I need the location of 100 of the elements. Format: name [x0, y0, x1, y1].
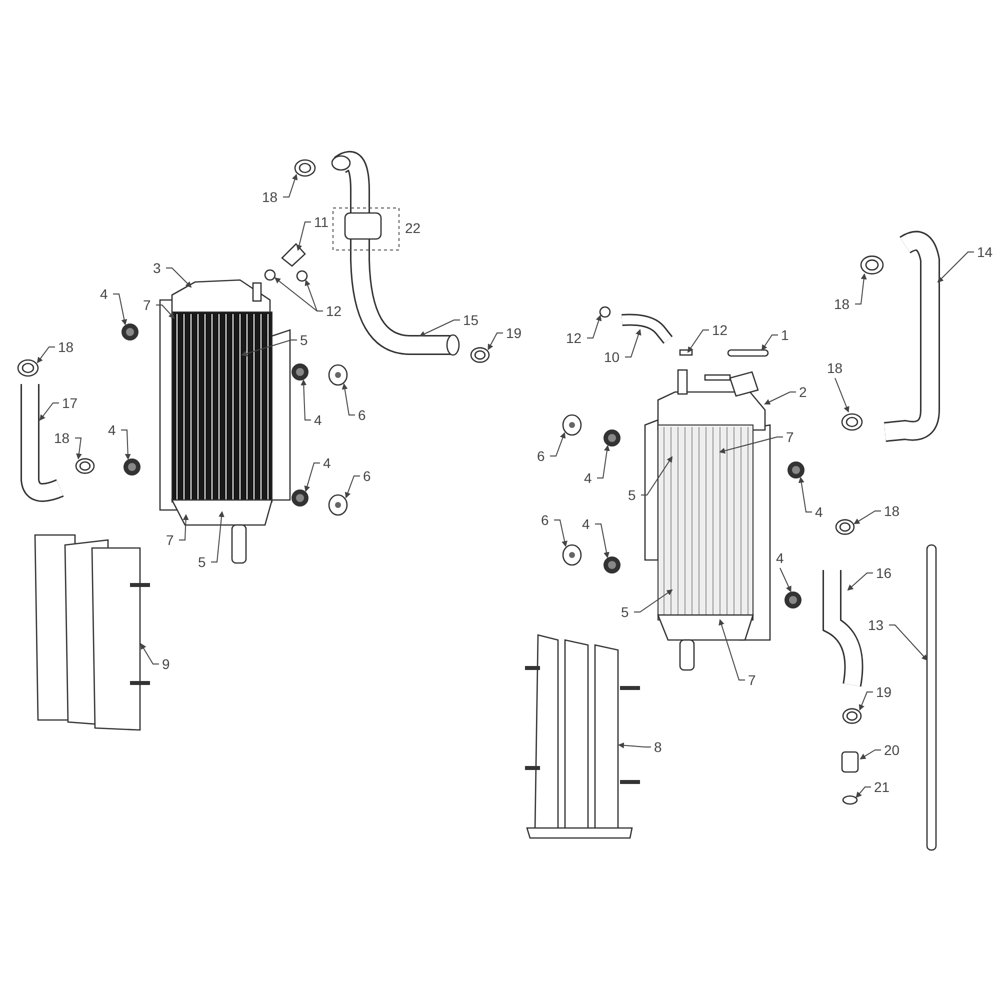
leader-line	[112, 294, 128, 326]
callout-number: 21	[874, 779, 890, 795]
callout-number: 5	[628, 487, 636, 503]
callout-number: 7	[786, 429, 794, 445]
leader-line	[860, 750, 882, 760]
rubber-grommet	[292, 364, 308, 380]
callout-number: 4	[776, 550, 784, 566]
plug	[296, 270, 308, 282]
leader-line	[858, 692, 874, 711]
leader-line	[937, 252, 974, 283]
callout-number: 18	[58, 339, 74, 355]
callout-number: 4	[108, 422, 116, 438]
hose-clamp	[841, 413, 863, 431]
callout-number: 5	[300, 332, 308, 348]
leader-line	[586, 314, 602, 338]
leader-line	[687, 330, 710, 353]
callout-number: 18	[884, 503, 900, 519]
callout-number: 5	[198, 554, 206, 570]
leader-line	[344, 476, 360, 498]
spacer-washer	[562, 414, 582, 436]
hose-clamp	[835, 519, 855, 535]
callout-number: 5	[621, 604, 629, 620]
leader-line	[624, 329, 642, 358]
rubber-grommet	[292, 490, 308, 506]
callout-number: 6	[541, 512, 549, 528]
leader-line	[780, 568, 792, 592]
callout-number: 20	[884, 742, 900, 758]
radiator-guard	[523, 634, 642, 839]
leader-line	[120, 430, 131, 460]
leader-line	[640, 456, 673, 496]
leader-line	[856, 786, 872, 798]
leader-line	[282, 174, 298, 198]
callout-number: 4	[314, 412, 322, 428]
hose-clamp	[17, 359, 39, 377]
bolt	[727, 349, 769, 357]
callout-number: 11	[314, 214, 329, 230]
callout-number: 6	[358, 407, 366, 423]
rubber-grommet	[784, 592, 802, 608]
callout-number: 9	[162, 656, 170, 672]
rubber-grommet	[124, 458, 140, 476]
callout-number: 18	[54, 430, 70, 446]
coolant-hose	[622, 314, 673, 344]
callout-number: 10	[604, 349, 620, 365]
hose-clamp	[470, 347, 490, 363]
rubber-grommet	[788, 462, 804, 478]
callout-number: 12	[326, 303, 342, 319]
leader-line	[719, 436, 784, 454]
callout-number: 17	[62, 395, 78, 411]
callout-number: 7	[748, 672, 756, 688]
callout-number: 3	[153, 260, 161, 276]
spacer-washer	[328, 364, 348, 386]
leader-line	[74, 438, 82, 460]
hose-fitting	[841, 751, 859, 773]
spacer-washer	[328, 494, 348, 516]
leader-line	[140, 643, 160, 664]
leader-line	[210, 511, 224, 562]
leader-line	[241, 340, 298, 356]
plug	[599, 306, 611, 318]
callout-number: 22	[405, 220, 421, 236]
callout-number: 19	[506, 325, 522, 341]
leader-line	[834, 378, 850, 413]
coolant-hose	[822, 570, 864, 686]
leader-line	[618, 742, 652, 748]
callout-number: 7	[166, 532, 174, 548]
callout-number: 4	[584, 470, 592, 486]
hose-clamp	[842, 708, 862, 724]
callout-number: 12	[566, 330, 582, 346]
coolant-hose	[884, 230, 940, 442]
leader-line	[634, 589, 673, 612]
callout-number: 4	[100, 286, 108, 302]
leader-line	[550, 432, 566, 456]
leader-line	[596, 444, 610, 478]
leader-line	[554, 520, 568, 548]
callout-number: 14	[977, 244, 993, 260]
leader-line	[166, 268, 192, 288]
plug	[679, 349, 693, 356]
sealing-washer	[842, 795, 858, 805]
leader-line	[847, 572, 874, 591]
hose-clamp	[294, 159, 316, 177]
leader-line	[39, 402, 60, 421]
leader-line	[764, 392, 796, 405]
callout-number: 18	[834, 296, 850, 312]
spacer-washer	[562, 544, 582, 566]
callout-number: 13	[868, 617, 884, 633]
leader-line	[300, 379, 312, 420]
rubber-grommet	[604, 430, 620, 446]
callout-number: 4	[582, 516, 590, 532]
callout-number: 15	[463, 312, 479, 328]
leader-line	[888, 624, 928, 661]
callout-number: 8	[654, 739, 662, 755]
callout-number: 1	[781, 327, 789, 343]
rubber-grommet	[604, 556, 620, 574]
leader-line	[854, 273, 867, 304]
callout-number: 4	[323, 455, 331, 471]
leader-line	[594, 524, 610, 558]
callout-number: 18	[262, 189, 278, 205]
callout-number: 6	[537, 448, 545, 464]
leader-line	[761, 334, 778, 351]
hose-clamp	[860, 256, 884, 274]
callout-number: 2	[799, 384, 807, 400]
